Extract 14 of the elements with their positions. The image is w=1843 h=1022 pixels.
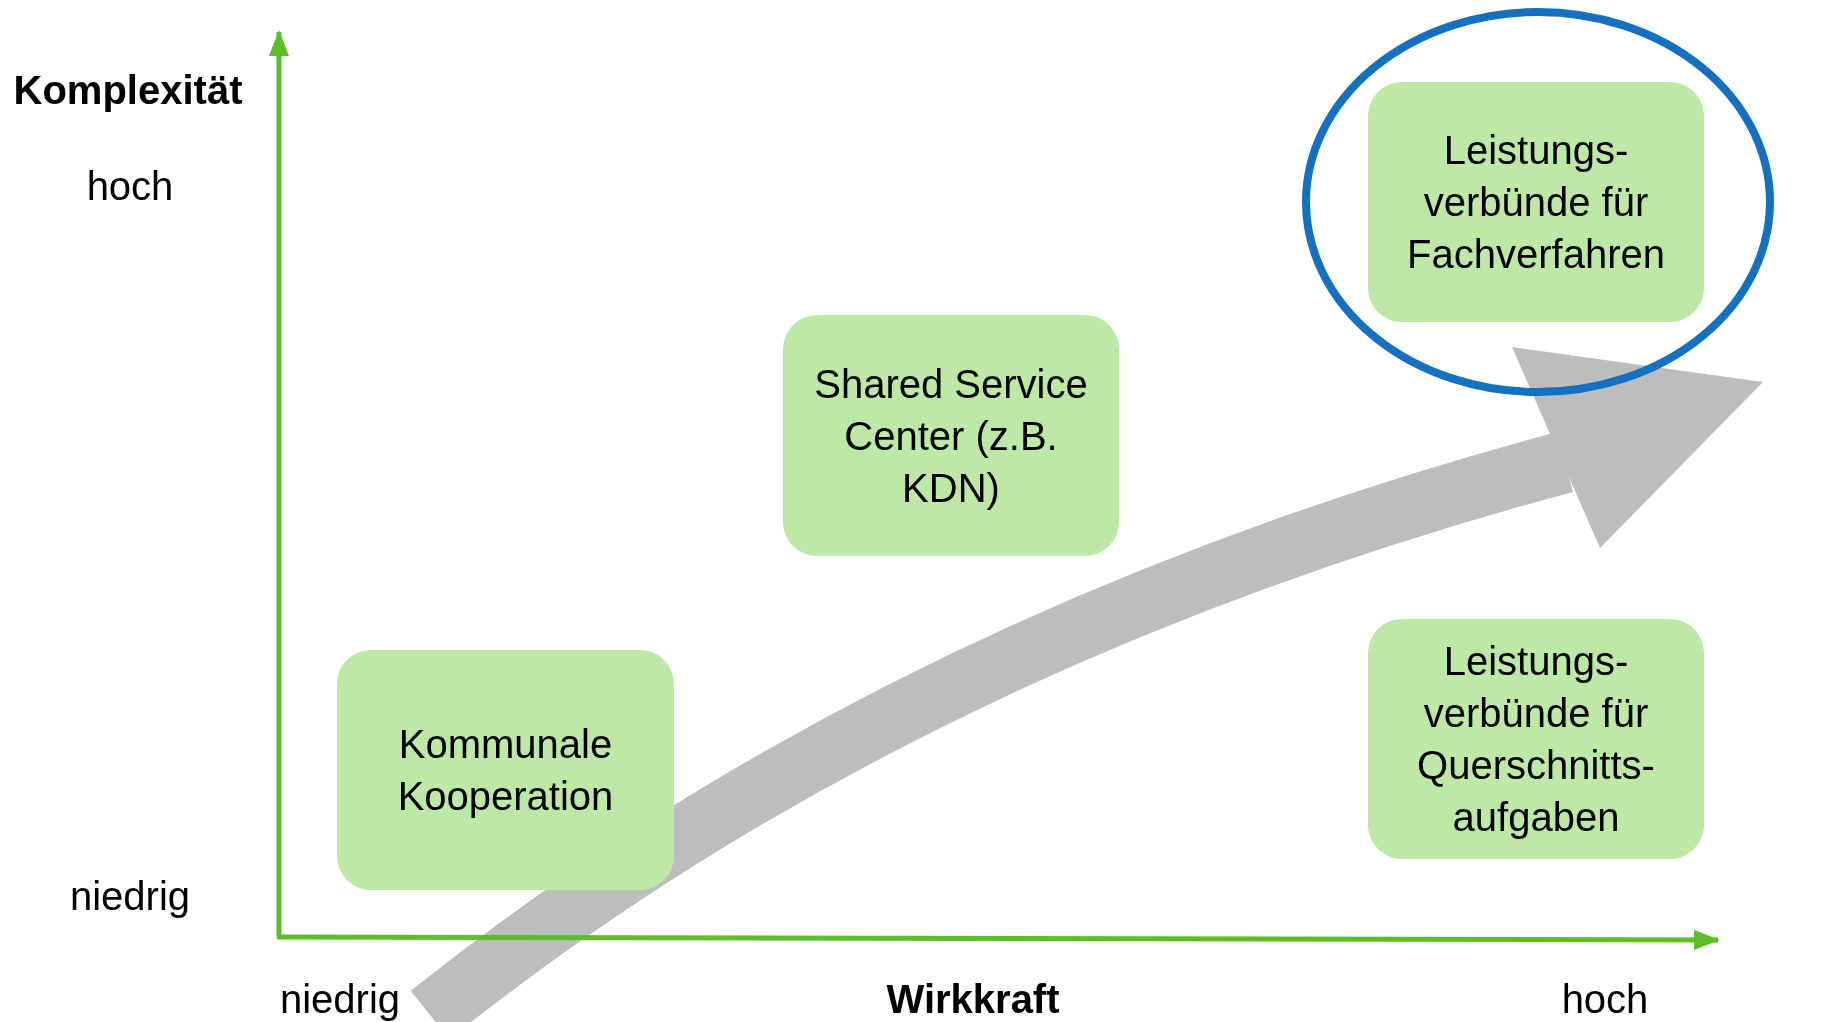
stage-box <box>1368 619 1704 859</box>
stage-label: Leistungs-verbünde für Querschnitts-aufgaben <box>1416 638 1656 841</box>
stage-box <box>1368 82 1704 322</box>
axis-title: Komplexität <box>13 67 243 113</box>
axis-tick-label: niedrig <box>69 873 191 919</box>
axis-tick-label: hoch <box>1561 976 1649 1022</box>
stage-box <box>783 315 1119 556</box>
axis-tick-label: hoch <box>86 163 174 209</box>
stage-label: Leistungs-verbünde für Fachverfahren <box>1406 127 1666 278</box>
axis-title: Wirkkraft <box>886 976 1060 1022</box>
stage-label: Kommunale Kooperation <box>396 721 615 820</box>
stage-label: Shared Service Center (z.B. KDN) <box>813 360 1089 512</box>
axis-tick-label: niedrig <box>279 976 401 1022</box>
stage-box <box>337 650 674 890</box>
